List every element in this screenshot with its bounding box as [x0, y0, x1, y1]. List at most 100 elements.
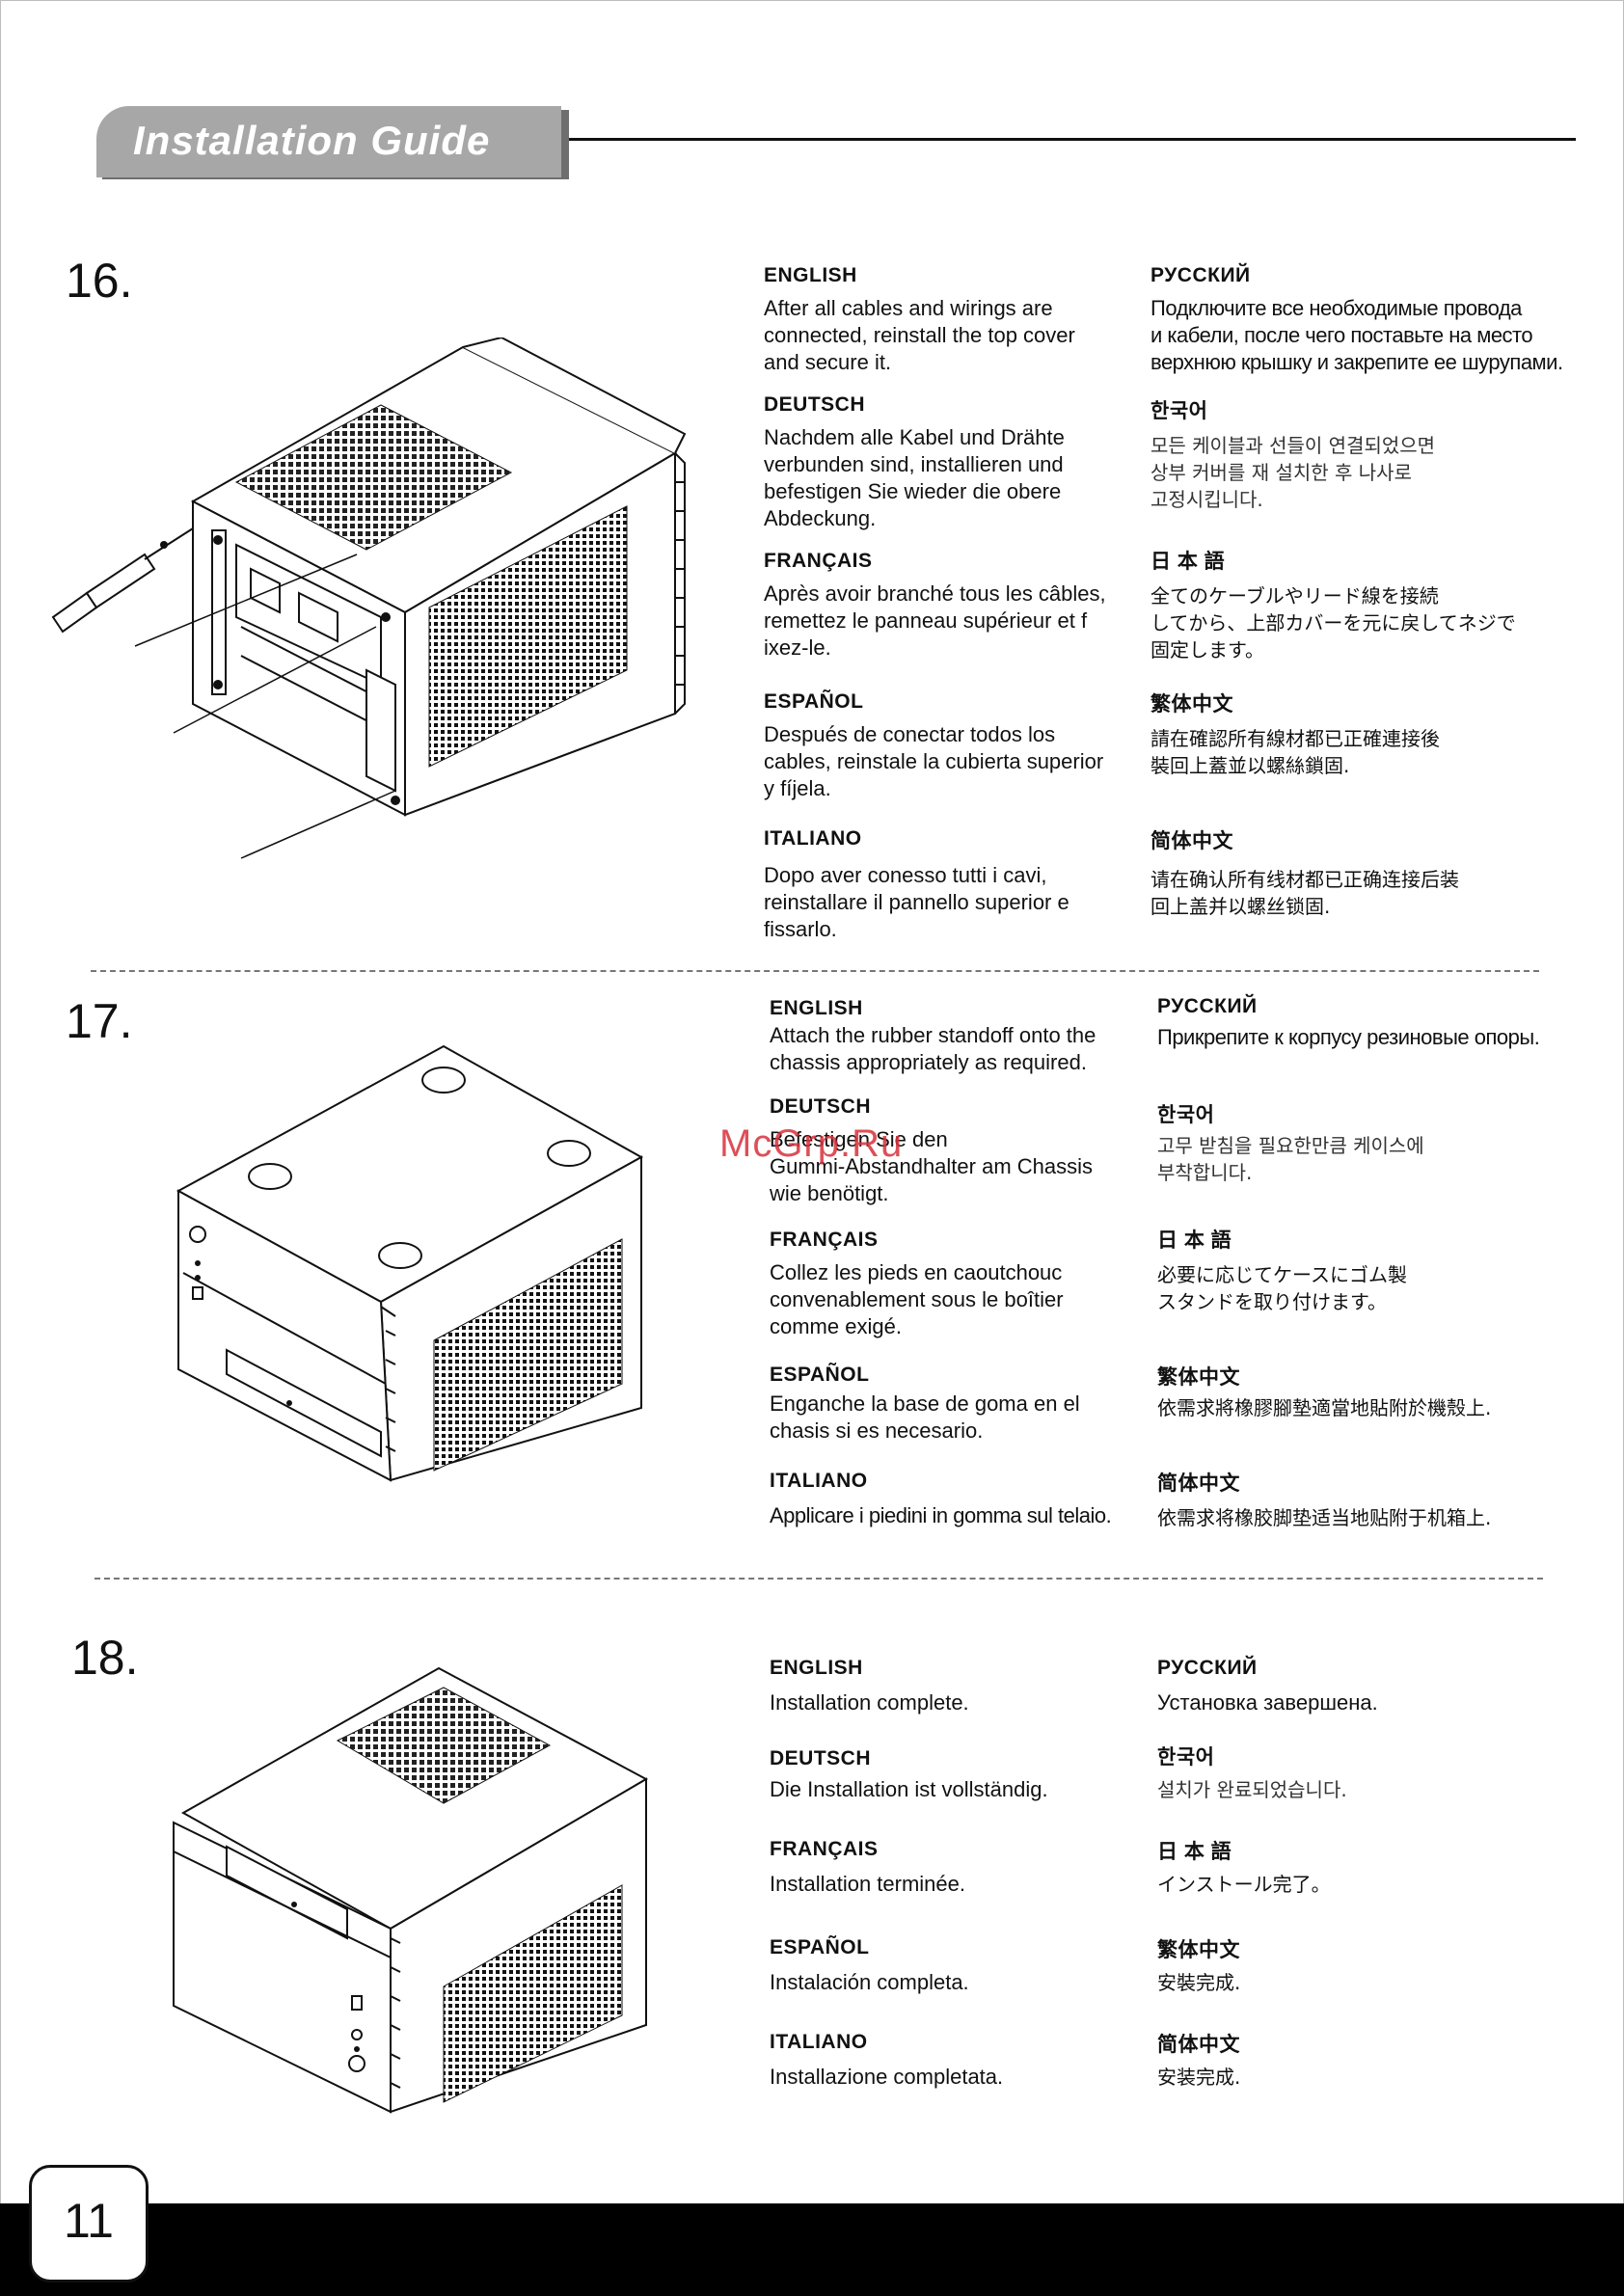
step-16-traditional-chinese: 繁体中文 請在確認所有線材都已正確連接後 裝回上蓋並以螺絲鎖固.: [1150, 689, 1440, 779]
instruction-text: Befestigen Sie den Gummi-Abstandhalter a…: [770, 1126, 1093, 1207]
language-heading: ESPAÑOL: [764, 690, 864, 713]
text-line: 상부 커버를 재 설치한 후 나사로: [1150, 461, 1412, 484]
instruction-text: Attach the rubber standoff onto the chas…: [770, 1022, 1096, 1076]
text-line: 설치가 완료되었습니다.: [1157, 1778, 1347, 1801]
language-heading: 日 本 語: [1150, 551, 1226, 573]
instruction-text: 安裝完成.: [1157, 1969, 1240, 1996]
footer-bar: [0, 2203, 1624, 2296]
header-tab-face: Installation Guide: [96, 106, 561, 177]
language-heading: DEUTSCH: [770, 1747, 872, 1769]
text-line: convenablement sous le boîtier: [770, 1287, 1064, 1311]
instruction-text: Enganche la base de goma en el chasis si…: [770, 1391, 1080, 1445]
text-line: 고무 받침을 필요한만큼 케이스에: [1157, 1134, 1424, 1157]
text-line: Abdeckung.: [764, 506, 877, 530]
step-18-russian: РУССКИЙ Установка завершена.: [1157, 1657, 1378, 1716]
text-line: Applicare i piedini in gomma sul telaio.: [770, 1503, 1112, 1527]
language-heading: 한국어: [1150, 400, 1208, 422]
step-16-espanol: ESPAÑOL Después de conectar todos los ca…: [764, 690, 1103, 802]
text-line: 安裝完成.: [1157, 1971, 1241, 1994]
step-17-espanol: ESPAÑOL Enganche la base de goma en el c…: [770, 1364, 1080, 1445]
step-18-japanese: 日 本 語 インストール完了。: [1157, 1836, 1331, 1898]
text-line: 부착합니다.: [1157, 1161, 1253, 1184]
step-16-simplified-chinese: 简体中文 请在确认所有线材都已正确连接后装 回上盖并以螺丝锁固.: [1150, 825, 1459, 920]
page-number: 11: [64, 2194, 114, 2248]
step-17-japanese: 日 本 語 必要に応じてケースにゴム製 スタンドを取り付けます。: [1157, 1225, 1407, 1315]
language-heading: DEUTSCH: [764, 393, 866, 416]
instruction-text: Установка завершена.: [1157, 1689, 1378, 1716]
page-title: Installation Guide: [133, 118, 491, 163]
illustration-step-16-top-cover-screw: [51, 338, 687, 859]
instruction-text: Collez les pieds en caoutchouc convenabl…: [770, 1259, 1064, 1340]
language-heading: РУССКИЙ: [1157, 1657, 1258, 1679]
language-heading: FRANÇAIS: [770, 1838, 879, 1860]
text-line: Прикрепите к корпусу резиновые опоры.: [1157, 1025, 1540, 1049]
instruction-text: Installation complete.: [770, 1689, 969, 1716]
language-heading: 日 本 語: [1157, 1229, 1232, 1252]
language-heading: ENGLISH: [770, 997, 863, 1019]
step-18-francais: FRANÇAIS Installation terminée.: [770, 1838, 965, 1898]
text-line: Attach the rubber standoff onto the: [770, 1023, 1096, 1047]
section-separator: [95, 1578, 1543, 1580]
text-line: Gummi-Abstandhalter am Chassis: [770, 1154, 1094, 1178]
watermark: McGrp.Ru: [719, 1122, 904, 1165]
step-18-simplified-chinese: 简体中文 安装完成.: [1157, 2029, 1240, 2091]
illustration-step-18-assembled-case: [173, 1666, 649, 2114]
language-heading: ENGLISH: [764, 264, 857, 286]
instruction-text: 請在確認所有線材都已正確連接後 裝回上蓋並以螺絲鎖固.: [1150, 725, 1440, 779]
language-heading: 繁体中文: [1150, 693, 1233, 716]
text-line: Après avoir branché tous les câbles,: [764, 581, 1106, 606]
language-heading: 简体中文: [1157, 1472, 1240, 1495]
header-tab: Installation Guide: [96, 106, 569, 179]
instruction-text: Después de conectar todos los cables, re…: [764, 721, 1103, 802]
step-18-english: ENGLISH Installation complete.: [770, 1657, 969, 1716]
step-17-italiano: ITALIANO Applicare i piedini in gomma su…: [770, 1470, 1112, 1529]
step-16-korean: 한국어 모든 케이블과 선들이 연결되었으면 상부 커버를 재 설치한 후 나사…: [1150, 395, 1435, 513]
step-18-espanol: ESPAÑOL Instalación completa.: [770, 1936, 969, 1996]
text-line: ixez-le.: [764, 635, 831, 660]
text-line: 依需求將橡膠腳墊適當地貼附於機殼上.: [1157, 1396, 1492, 1419]
text-line: 依需求将橡胶脚垫适当地贴附于机箱上.: [1157, 1506, 1492, 1529]
text-line: befestigen Sie wieder die obere: [764, 479, 1062, 503]
instruction-text: 全てのケーブルやリード線を接続 してから、上部カバーを元に戻してネジで 固定しま…: [1150, 582, 1516, 663]
language-heading: ESPAÑOL: [770, 1364, 870, 1386]
instruction-text: Прикрепите к корпусу резиновые опоры.: [1157, 1024, 1540, 1051]
text-line: cables, reinstale la cubierta superior: [764, 749, 1104, 773]
text-line: chasis si es necesario.: [770, 1418, 984, 1443]
step-17-francais: FRANÇAIS Collez les pieds en caoutchouc …: [770, 1229, 1064, 1340]
step-18-italiano: ITALIANO Installazione completata.: [770, 2031, 1003, 2091]
instruction-text: Nachdem alle Kabel und Drähte verbunden …: [764, 424, 1065, 532]
text-line: Installazione completata.: [770, 2065, 1004, 2089]
language-heading: 한국어: [1157, 1746, 1215, 1769]
step-17-english: ENGLISH Attach the rubber standoff onto …: [770, 997, 1096, 1076]
screwdriver: [51, 527, 194, 634]
language-heading: ENGLISH: [770, 1657, 863, 1679]
step-18-deutsch: DEUTSCH Die Installation ist vollständig…: [770, 1747, 1048, 1803]
language-heading: 日 本 語: [1157, 1841, 1232, 1863]
text-line: 必要に応じてケースにゴム製: [1157, 1263, 1407, 1286]
text-line: fissarlo.: [764, 917, 837, 941]
text-line: remettez le panneau supérieur et f: [764, 608, 1088, 633]
text-line: chassis appropriately as required.: [770, 1050, 1087, 1074]
instruction-text: インストール完了。: [1157, 1871, 1331, 1898]
step-number-17: 17.: [66, 994, 133, 1048]
instruction-text: 依需求将橡胶脚垫适当地贴附于机箱上.: [1157, 1504, 1491, 1531]
text-line: reinstallare il pannello superior e: [764, 890, 1069, 914]
language-heading: FRANÇAIS: [764, 550, 873, 572]
text-line: Installation complete.: [770, 1690, 969, 1715]
instruction-text: Installation terminée.: [770, 1871, 965, 1898]
text-line: Befestigen Sie den: [770, 1127, 948, 1151]
text-line: Instalación completa.: [770, 1970, 969, 1994]
step-17-russian: РУССКИЙ Прикрепите к корпусу резиновые о…: [1157, 995, 1540, 1051]
step-17-simplified-chinese: 简体中文 依需求将橡胶脚垫适当地贴附于机箱上.: [1157, 1468, 1491, 1531]
language-heading: РУССКИЙ: [1150, 264, 1251, 286]
instruction-text: Installazione completata.: [770, 2064, 1003, 2091]
text-line: wie benötigt.: [770, 1181, 889, 1205]
text-line: 请在确认所有线材都已正确连接后装: [1150, 868, 1459, 891]
text-line: y fíjela.: [764, 776, 831, 800]
page-number-badge: 11: [29, 2165, 149, 2282]
language-heading: ITALIANO: [770, 1470, 868, 1492]
language-heading: 한국어: [1157, 1104, 1215, 1126]
step-18-traditional-chinese: 繁体中文 安裝完成.: [1157, 1934, 1240, 1996]
text-line: Nachdem alle Kabel und Drähte: [764, 425, 1065, 449]
step-17-deutsch: DEUTSCH Befestigen Sie den Gummi-Abstand…: [770, 1095, 1093, 1207]
